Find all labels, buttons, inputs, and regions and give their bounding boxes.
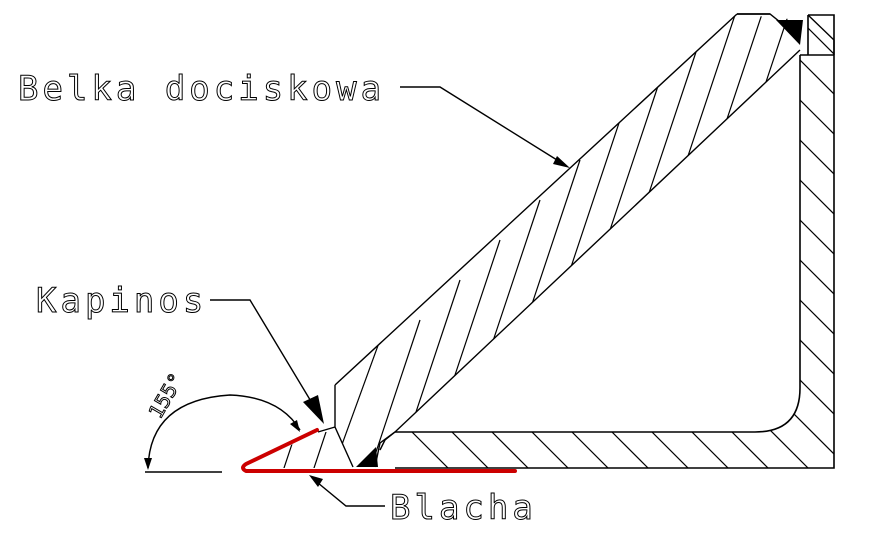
beam-label: Belka dociskowa (18, 69, 385, 109)
angle-label: 155° (144, 369, 189, 423)
top-corner-triangle (776, 20, 803, 45)
beam-callout: Belka dociskowa (18, 69, 570, 168)
drip-label: Kapinos (36, 281, 207, 321)
frame-profile (379, 14, 835, 469)
sheet-metal (241, 428, 517, 473)
angle-dimension: 155° (143, 368, 301, 473)
drip-tongue (279, 426, 336, 468)
sheet-callout: Blacha (309, 475, 537, 529)
sheet-label: Blacha (390, 488, 537, 528)
bottom-corner-triangle (356, 447, 378, 467)
drip-callout: Kapinos (36, 281, 324, 424)
